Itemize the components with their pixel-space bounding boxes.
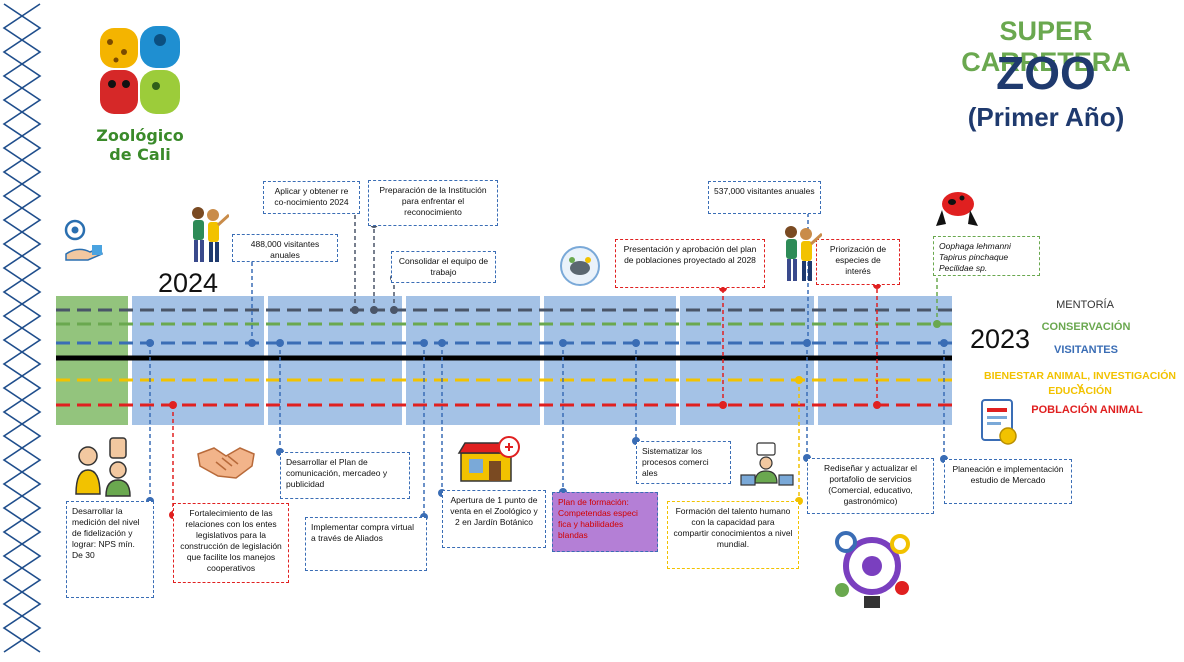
- box-consolidar-equipo: Consolidar el equipo de trabajo: [391, 251, 496, 283]
- people-pointing-icon-2: [785, 226, 822, 281]
- legend-visitantes: VISITANTES: [1054, 344, 1118, 356]
- legend-bienestar-1: BIENESTAR ANIMAL, INVESTIGACIÓN Y: [984, 370, 1176, 394]
- handshake-icon: [197, 447, 255, 479]
- frog-icon: [936, 192, 978, 226]
- box-plan-poblaciones: Presentación y aprobación del plan de po…: [615, 239, 765, 288]
- logo-line1: Zoológico: [96, 126, 184, 145]
- legend-bienestar-2: EDUCACIÓN: [1048, 385, 1112, 397]
- title-line1: SUPER CARRETERA: [961, 16, 1131, 77]
- network-people-icon: [835, 531, 910, 608]
- box-488000-visitantes: 488,000 visitantes anuales: [232, 234, 338, 262]
- legend-poblacion: POBLACIÓN ANIMAL: [1031, 404, 1143, 416]
- box-estudio-mercado: Planeación e implementación estudio de M…: [944, 459, 1072, 504]
- gear-hand-icon: [64, 219, 103, 261]
- title-line2: ZOO: [996, 47, 1096, 99]
- logo-line2: de Cali: [109, 145, 171, 164]
- meeting-icon: [75, 437, 131, 497]
- box-especies-lista: Oophaga lehmanni Tapirus pinchaque Pecil…: [933, 236, 1040, 276]
- box-fortalecimiento-relaciones: Fortalecimiento de las relaciones con lo…: [173, 503, 289, 583]
- title-line3: (Primer Año): [967, 102, 1125, 132]
- box-537000-visitantes: 537,000 visitantes anuales: [708, 181, 821, 214]
- box-compra-virtual: Implementar compra virtual a través de A…: [305, 517, 427, 571]
- document-icon: [981, 399, 1017, 445]
- box-medicion-fidelizacion: Desarrollar la medición del nivel de fid…: [66, 501, 154, 598]
- box-redisenar-portafolio: Rediseñar y actualizar el portafolio de …: [807, 458, 934, 514]
- wildlife-badge-icon: [560, 246, 600, 286]
- box-preparacion-institucion: Preparación de la Institución para enfre…: [368, 180, 498, 226]
- box-formacion-talento: Formación del talento humano con la capa…: [667, 501, 799, 569]
- box-plan-formacion: Plan de formación: Competendas especi fi…: [552, 492, 658, 552]
- box-plan-comunicacion: Desarrollar el Plan de comunicación, mer…: [280, 452, 410, 499]
- year-left: 2024: [158, 268, 219, 298]
- legend-conservacion: CONSERVACIÓN: [1041, 321, 1131, 333]
- zigzag-border: [2, 3, 42, 653]
- people-pointing-icon: [192, 207, 229, 262]
- training-icon: [740, 442, 794, 486]
- store-icon: [457, 436, 520, 482]
- box-sistematizar-procesos: Sistematizar los procesos comerci ales: [636, 441, 731, 484]
- zoo-logo-icon: [100, 26, 180, 114]
- year-right: 2023: [970, 324, 1031, 354]
- box-punto-venta: Apertura de 1 punto de venta en el Zooló…: [442, 490, 546, 548]
- legend-mentoria: MENTORÍA: [1056, 299, 1114, 311]
- box-priorizacion-especies: Priorización de especies de interés: [816, 239, 900, 285]
- box-aplicar-reconocimiento: Aplicar y obtener re co-nocimiento 2024: [263, 181, 360, 214]
